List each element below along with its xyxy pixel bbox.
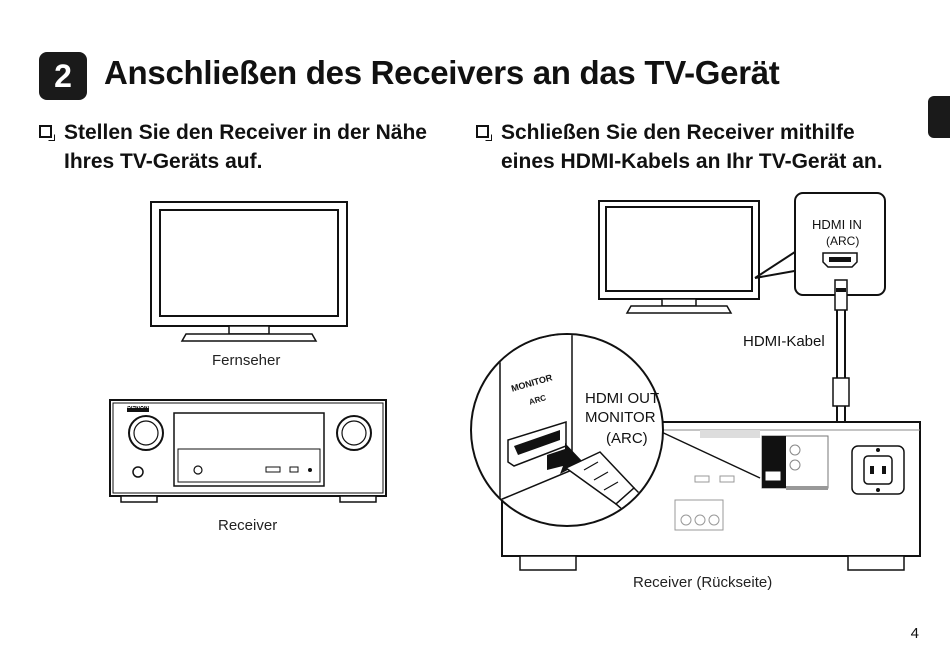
instruction-line-1: Stellen Sie den Receiver in der Nähe (64, 121, 427, 144)
page-title: Anschließen des Receivers an das TV-Gerä… (104, 54, 780, 91)
section-tab-marker (928, 96, 950, 138)
instruction-line-2: eines HDMI-Kabels an Ihr TV-Gerät an. (501, 150, 883, 173)
page-number: 4 (910, 625, 919, 642)
instruction-line-2: Ihres TV-Geräts auf. (64, 150, 263, 173)
instruction-connect-hdmi: Schließen Sie den Receiver mithilfe eine… (476, 118, 926, 178)
brand-logo: DENON (127, 404, 149, 410)
hdmi-out-label: HDMI OUT (585, 390, 660, 407)
checkbox-bullet-icon (476, 125, 489, 138)
hdmi-out-arc-label: (ARC) (606, 430, 648, 447)
tv-right-illustration (598, 200, 760, 314)
tv-caption: Fernseher (212, 352, 281, 369)
instruction-line-1: Schließen Sie den Receiver mithilfe (501, 121, 855, 144)
hdmi-in-callout (754, 192, 886, 296)
receiver-front-illustration (109, 399, 387, 503)
receiver-back-caption: Receiver (Rückseite) (633, 574, 773, 591)
instruction-place-receiver: Stellen Sie den Receiver in der Nähe Ihr… (39, 118, 459, 178)
hdmi-in-label: HDMI IN (812, 217, 862, 232)
tv-left-illustration (150, 201, 348, 342)
hdmi-cable-label: HDMI-Kabel (743, 333, 825, 350)
hdmi-in-arc-label: (ARC) (826, 234, 860, 248)
checkbox-bullet-icon (39, 125, 52, 138)
receiver-caption: Receiver (218, 517, 278, 534)
step-number-badge: 2 (39, 52, 87, 100)
hdmi-out-monitor-label: MONITOR (585, 409, 656, 426)
